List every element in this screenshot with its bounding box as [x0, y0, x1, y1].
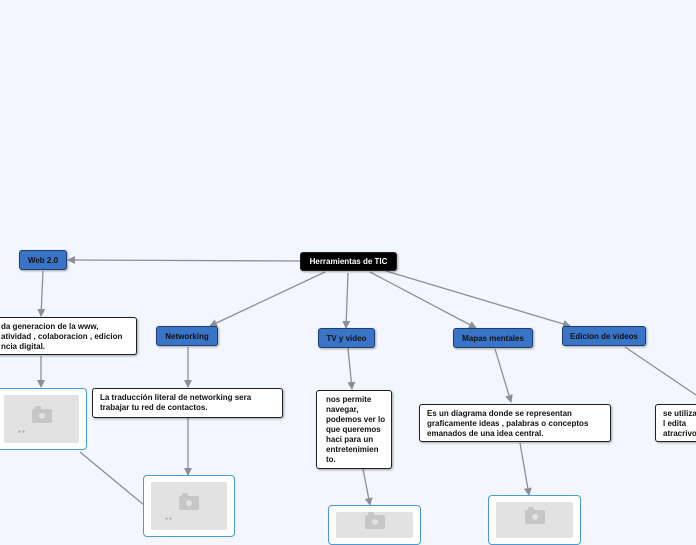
- edge-edicion-note: [624, 346, 696, 396]
- node-edicion-videos[interactable]: Edicion de videos: [562, 326, 646, 346]
- image-mapas-mentales[interactable]: [488, 495, 581, 545]
- edge-web20-note: [37, 270, 46, 317]
- edge-root-web20: [67, 256, 301, 265]
- edge-root-tv: [342, 272, 351, 329]
- node-mapas-mentales[interactable]: Mapas mentales: [453, 328, 533, 348]
- image-web20[interactable]: ●●: [0, 388, 87, 450]
- edge-mapas-note: [494, 348, 513, 403]
- edge-root-networking: [209, 271, 326, 327]
- edge-mapasnote-image: [519, 442, 532, 496]
- image-placeholder: ●●: [4, 395, 79, 443]
- edge-root-mapas: [369, 271, 477, 329]
- connectors: [37, 256, 696, 506]
- dots-icon: ●●: [18, 429, 27, 435]
- note-tv-video[interactable]: nos permite navegar, podemos ver lo que …: [316, 390, 392, 469]
- image-networking[interactable]: ●●: [143, 475, 235, 537]
- edge-tvnote-image: [362, 468, 373, 506]
- note-web20[interactable]: da generacion de la www, atividad , cola…: [0, 317, 137, 355]
- image-tv-video[interactable]: [328, 505, 421, 545]
- node-web20[interactable]: Web 2.0: [19, 250, 67, 270]
- edge-tv-note: [347, 347, 356, 390]
- edge-web20image-networkingimage: [79, 451, 145, 506]
- node-networking[interactable]: Networking: [156, 326, 218, 346]
- image-placeholder: [336, 512, 413, 538]
- camera-icon: [179, 493, 199, 510]
- dots-icon: ●●: [165, 516, 174, 522]
- mind-map-canvas: Herramientas de TIC Web 2.0 Networking T…: [0, 250, 696, 545]
- root-node[interactable]: Herramientas de TIC: [300, 252, 397, 271]
- camera-icon: [364, 512, 385, 529]
- node-tv-video[interactable]: TV y video: [318, 328, 375, 348]
- note-edicion-videos[interactable]: se utiliza a l edita atracrivo: [655, 404, 696, 442]
- image-placeholder: ●●: [151, 482, 227, 530]
- note-networking[interactable]: La traducción literal de networking sera…: [92, 388, 283, 418]
- note-mapas-mentales[interactable]: Es un diagrama donde se representan graf…: [419, 404, 611, 442]
- camera-icon: [31, 406, 52, 423]
- camera-icon: [524, 507, 545, 524]
- edge-root-edicion: [385, 270, 571, 328]
- image-placeholder: [496, 502, 573, 538]
